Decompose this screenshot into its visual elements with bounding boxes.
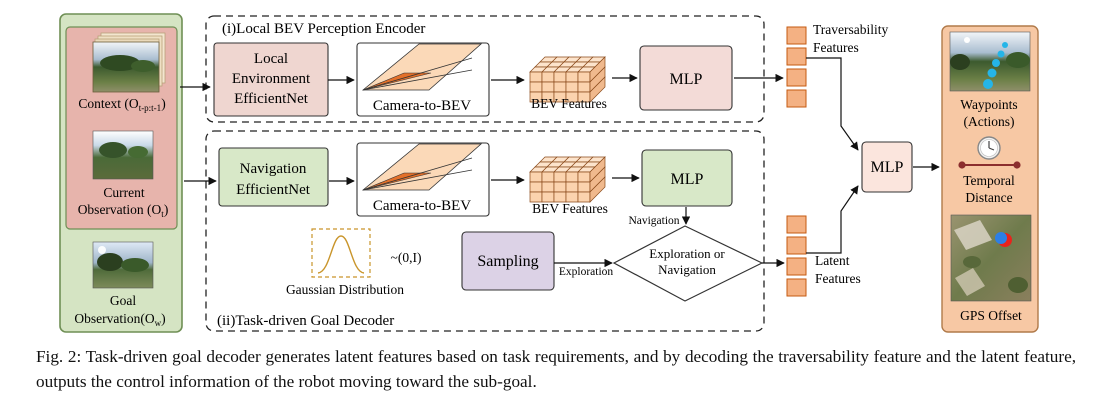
sampling-label: Sampling	[477, 253, 538, 270]
goal-observation-image	[92, 241, 154, 289]
decoder-title: (ii)Task-driven Goal Decoder	[217, 313, 394, 329]
mlp-label-encoder: MLP	[670, 71, 703, 88]
figure-caption: Fig. 2: Task-driven goal decoder generat…	[36, 344, 1076, 394]
waypoints-image	[949, 31, 1031, 92]
current-observation-line2: Observation (Ot)	[78, 202, 169, 219]
exploration-arrow-label: Exploration	[559, 266, 614, 278]
mlp-label-decoder: MLP	[671, 171, 704, 188]
navigation-efficientnet-line2: EfficientNet	[236, 182, 311, 198]
decision-line1: Exploration or	[649, 246, 725, 261]
fusion-mlp-label: MLP	[871, 159, 904, 176]
clock-icon	[977, 136, 1001, 160]
camera-to-bev-box-decoder	[356, 142, 490, 217]
goal-observation-line2: Observation(Ow)	[74, 311, 165, 328]
traversability-label-line1: Traversability	[813, 22, 888, 37]
bev-features-label-encoder: BEV Features	[531, 96, 607, 111]
gaussian-label: Gaussian Distribution	[286, 282, 404, 297]
encoder-dashed-region	[205, 15, 765, 123]
camera-to-bev-label-decoder: Camera-to-BEV	[373, 198, 471, 214]
fusion-mlp-box	[861, 141, 913, 193]
gaussian-curve	[317, 235, 365, 274]
latent-feature-stack	[786, 215, 807, 297]
traversability-feature-stack	[786, 26, 807, 108]
waypoints-line2: (Actions)	[964, 114, 1015, 129]
latent-label-line1: Latent	[815, 253, 850, 268]
context-label: Context (Ot-p:t-1)	[78, 96, 165, 113]
mlp-box-encoder	[639, 45, 733, 111]
timeline-icon	[958, 161, 1021, 169]
normal-distribution-label: ~(0,I)	[391, 250, 422, 265]
decision-diamond	[612, 225, 764, 302]
camera-to-bev-label-encoder: Camera-to-BEV	[373, 98, 471, 114]
architecture-diagram: Context (Ot-p:t-1) Current Observation (…	[59, 13, 1039, 333]
temporal-line1: Temporal	[963, 173, 1015, 188]
caption-text: Fig. 2: Task-driven goal decoder generat…	[36, 347, 1076, 391]
traversability-label-line2: Features	[813, 40, 859, 55]
current-observation-line1: Current	[103, 185, 144, 200]
local-efficientnet-line2: Environment	[232, 71, 311, 87]
mlp-box-decoder	[641, 149, 733, 207]
encoder-title: (i)Local BEV Perception Encoder	[222, 21, 425, 37]
waypoints-line1: Waypoints	[960, 97, 1017, 112]
navigation-efficientnet-line1: Navigation	[240, 161, 307, 177]
camera-to-bev-box-encoder	[356, 42, 490, 117]
sampling-box	[461, 231, 555, 291]
local-efficientnet-line1: Local	[254, 51, 288, 67]
context-image-stack	[92, 32, 166, 93]
navigation-efficientnet-box	[218, 147, 329, 207]
bev-feature-grid-decoder	[529, 156, 606, 203]
current-observation-image	[92, 130, 154, 180]
navigation-arrow-label: Navigation	[628, 215, 679, 227]
latent-label-line2: Features	[815, 271, 861, 286]
bev-feature-grid-encoder	[529, 56, 606, 103]
gaussian-box	[311, 228, 371, 278]
gps-aerial-image	[950, 214, 1032, 302]
bev-features-label-decoder: BEV Features	[532, 201, 608, 216]
decoder-dashed-region	[205, 130, 765, 332]
arrows	[180, 57, 940, 268]
gps-offset-label: GPS Offset	[960, 308, 1022, 323]
decision-line2: Navigation	[658, 262, 716, 277]
temporal-line2: Distance	[965, 190, 1012, 205]
local-efficientnet-line3: EfficientNet	[234, 91, 309, 107]
goal-observation-line1: Goal	[110, 293, 136, 308]
